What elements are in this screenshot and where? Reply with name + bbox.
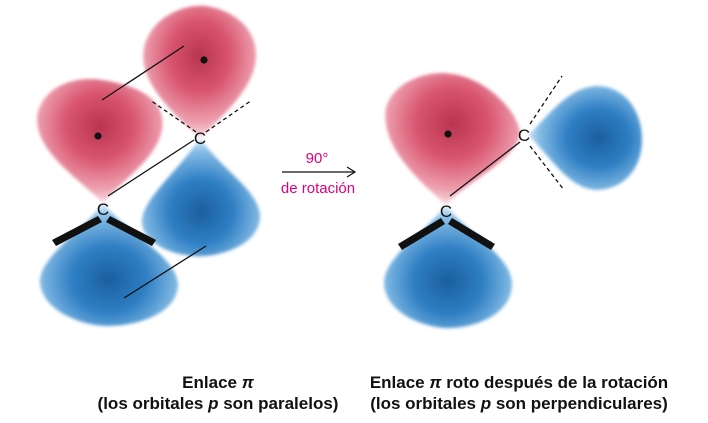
rotated-carbon-label-rear: C	[518, 126, 530, 145]
caption-pi-bond-title: Enlace π	[182, 373, 254, 392]
rotated-carbon-label-front: C	[440, 202, 452, 221]
back-dashed-bond-left	[149, 99, 197, 133]
arrow-angle-label: 90°	[306, 150, 329, 167]
rotated-front-blue-lobe	[384, 205, 512, 328]
back-upper-pink-lobe	[143, 5, 256, 138]
back-dashed-bond-right	[205, 99, 253, 133]
left-pi-bond-model: C C	[37, 5, 261, 326]
pi-overlap-line-top	[101, 45, 185, 101]
rotated-wedge-bond-right	[448, 218, 495, 250]
sigma-bond-line	[107, 139, 195, 197]
pi-overlap-line-bottom	[123, 245, 207, 299]
rotated-electron-dot	[444, 130, 452, 138]
pi-symbol: π	[241, 373, 254, 392]
right-broken-pi-bond-model: C C	[384, 73, 642, 328]
rotated-rear-blue-lobe	[528, 86, 642, 190]
electron-dot-front	[94, 132, 102, 140]
front-wedge-bond-left	[52, 216, 102, 246]
pi-symbol: π	[429, 373, 442, 392]
caption-broken-pi-bond-title: Enlace π roto después de la rotación	[369, 373, 669, 392]
caption-pi-bond: Enlace π (los orbitales p son paralelos)	[88, 372, 348, 414]
rotated-wedge-bond-left	[398, 218, 445, 250]
rear-dashed-bond-top	[529, 75, 563, 125]
rotated-front-pink-lobe	[385, 73, 520, 205]
caption-pi-bond-subtitle: (los orbitales p son paralelos)	[97, 394, 339, 413]
rotation-arrow: 90° de rotación	[281, 150, 357, 197]
rotated-sigma-bond-line	[449, 141, 521, 197]
front-wedge-bond-right	[106, 216, 156, 246]
carbon-label-front: C	[97, 200, 109, 219]
front-upper-pink-lobe	[37, 79, 163, 203]
arrow-head	[346, 166, 357, 178]
caption-broken-pi-bond-subtitle: (los orbitales p son perpendiculares)	[370, 394, 668, 413]
electron-dot-back	[200, 56, 208, 64]
caption-broken-pi-bond: Enlace π roto después de la rotación (lo…	[330, 372, 708, 414]
carbon-label-back: C	[194, 129, 206, 148]
rear-dashed-bond-bottom	[529, 145, 565, 191]
back-lower-blue-lobe	[141, 138, 261, 257]
arrow-rotation-label: de rotación	[281, 180, 355, 197]
